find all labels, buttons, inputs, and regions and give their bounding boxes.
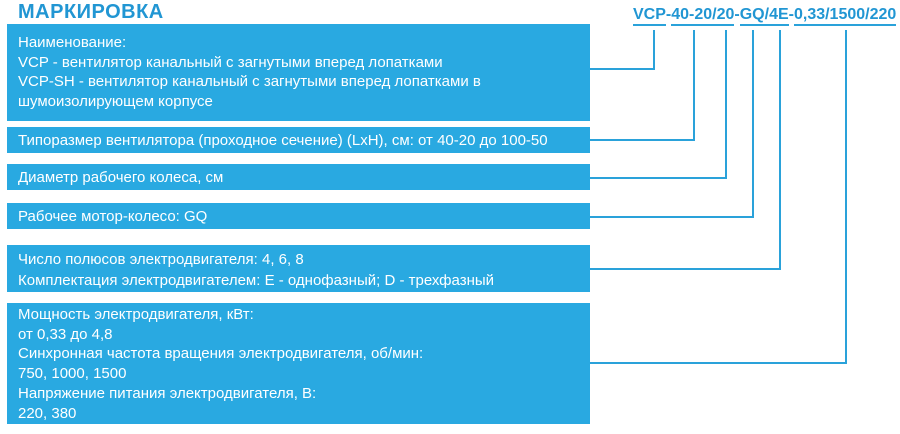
label-line: Диаметр рабочего колеса, см [18,168,224,186]
code-segment-power-speed-voltage: 0,33/1500/220 [793,6,897,26]
connector-line-impeller-diameter-horizontal [590,177,727,179]
label-line: Напряжение питания электродвигателя, В: [18,384,317,402]
label-box-motor-wheel: Рабочее мотор-колесо: GQ [7,203,590,229]
connector-line-size-vertical [693,30,695,141]
code-separator: - [788,6,794,23]
code-separator: - [665,6,672,23]
label-line: VCP-SH - вентилятор канальный с загнутым… [18,73,481,90]
connector-line-poles-vertical [779,30,781,270]
connector-line-designation-horizontal [590,68,655,70]
code-segment-wheel-poles: GQ/4E [739,6,789,26]
label-line: от 0,33 до 4,8 [18,325,113,343]
label-line: Число полюсов электродвигателя: 4, 6, 8 [18,251,304,268]
label-line: Рабочее мотор-колесо: GQ [18,207,208,225]
label-box-poles-configuration: Число полюсов электродвигателя: 4, 6, 8 … [7,245,590,292]
label-line: 220, 380 [18,404,77,422]
label-box-size: Типоразмер вентилятора (проходное сечени… [7,127,590,153]
label-line: 750, 1000, 1500 [18,365,127,383]
connector-line-power-vertical [845,30,847,364]
code-separator: - [734,6,740,23]
label-box-power-speed-voltage: Мощность электродвигателя, кВт: от 0,33 … [7,303,590,424]
product-code: VCP-40-20/20-GQ/4E-0,33/1500/220 [633,6,897,26]
code-segment-size: 40-20/20 [671,6,735,26]
label-box-designation: Наименование: VCP - вентилятор канальный… [7,24,590,121]
connector-line-impeller-diameter-vertical [725,30,727,179]
page-title: МАРКИРОВКА [18,1,164,23]
label-line: Мощность электродвигателя, кВт: [18,306,254,323]
connector-line-poles-horizontal [590,268,781,270]
connector-line-motor-wheel-vertical [752,30,754,218]
connector-line-size-horizontal [590,139,695,141]
code-segment-model: VCP [633,6,666,26]
connector-line-motor-wheel-horizontal [590,216,754,218]
label-box-impeller-diameter: Диаметр рабочего колеса, см [7,164,590,190]
label-line: Наименование: [18,34,127,51]
label-line: Типоразмер вентилятора (проходное сечени… [18,131,548,149]
label-line: Комплектация электродвигателем: E - одно… [18,272,495,289]
label-line: шумоизолирующем корпусе [18,92,213,110]
connector-line-designation-vertical [653,30,655,70]
label-line: Синхронная частота вращения электродвига… [18,345,424,363]
label-line: VCP - вентилятор канальный с загнутыми в… [18,53,443,71]
connector-line-power-horizontal [590,362,847,364]
